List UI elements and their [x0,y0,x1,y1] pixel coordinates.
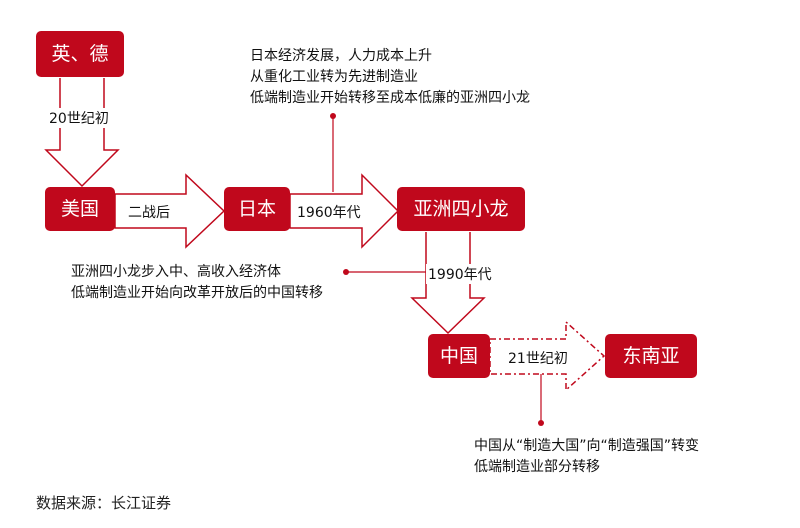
node-southeast-asia: 东南亚 [605,334,697,378]
label-21st-century-early: 21世纪初 [508,351,568,367]
label-post-war: 二战后 [128,205,170,221]
note-dragons-line-2: 低端制造业开始向改革开放后的中国转移 [71,285,323,301]
node-uk-de: 英、德 [36,31,124,77]
note-dragons: 亚洲四小龙步入中、高收入经济体 低端制造业开始向改革开放后的中国转移 [71,262,323,304]
node-china: 中国 [428,334,490,378]
node-four-dragons: 亚洲四小龙 [397,187,525,231]
note-japan-line-3: 低端制造业开始转移至成本低廉的亚洲四小龙 [250,90,530,106]
note-dragons-line-1: 亚洲四小龙步入中、高收入经济体 [71,264,281,280]
note-china-line-2: 低端制造业部分转移 [474,459,600,475]
label-1960s: 1960年代 [297,205,361,221]
node-japan: 日本 [224,187,290,231]
arrow-japan-to-dragons [289,173,400,249]
connector-japan-dot [330,113,336,119]
arrow-usa-to-japan [114,173,226,249]
note-japan-line-1: 日本经济发展，人力成本上升 [250,48,432,64]
label-1990s: 1990年代 [426,264,494,284]
note-china-line-1: 中国从“制造大国”向“制造强国”转变 [474,438,700,454]
note-japan-line-2: 从重化工业转为先进制造业 [250,69,418,85]
note-japan: 日本经济发展，人力成本上升 从重化工业转为先进制造业 低端制造业开始转移至成本低… [250,46,530,109]
node-usa: 美国 [45,187,115,231]
label-20th-century-early: 20世纪初 [47,108,111,128]
connector-china-dot [538,420,544,426]
arrow-china-to-sea [489,320,606,392]
arrow-ukde-to-usa [44,78,120,188]
connector-dragons-dot [343,269,349,275]
note-china: 中国从“制造大国”向“制造强国”转变 低端制造业部分转移 [474,436,699,478]
data-source: 数据来源：长江证券 [36,494,172,512]
